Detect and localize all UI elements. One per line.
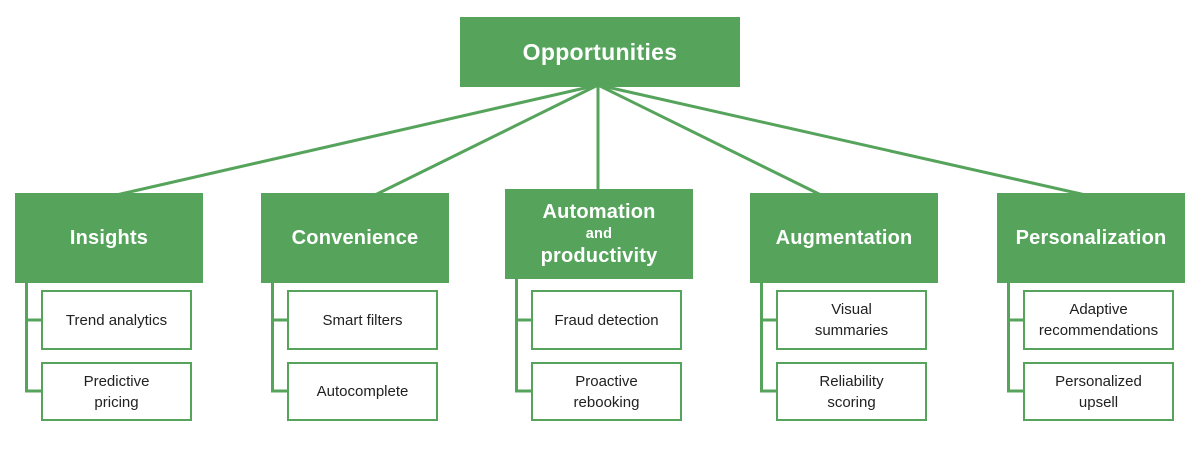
child-label: Autocomplete — [316, 383, 409, 400]
category-label: Automation — [542, 200, 656, 223]
child-node-adaptive-recommendations: Adaptive recommendations — [1023, 290, 1174, 350]
child-node-reliability-scoring: Reliability scoring — [776, 362, 927, 421]
connector-children-augmentation — [760, 280, 778, 393]
connector-root-augmentation — [597, 83, 824, 198]
child-label: upsell — [1078, 393, 1119, 411]
child-label: Smart filters — [322, 311, 403, 329]
child-node-predictive-pricing: Predictive pricing — [41, 362, 192, 421]
child-node-trend-analytics: Trend analytics — [41, 290, 192, 350]
child-label: summaries — [814, 322, 889, 339]
child-node-visual-summaries: Visual summaries — [776, 290, 927, 350]
connector-root-insights — [111, 83, 599, 198]
child-label: recommendations — [1038, 322, 1159, 339]
category-node-convenience: Convenience — [261, 193, 449, 283]
connector-root-convenience — [372, 83, 599, 198]
child-label: Proactive — [575, 372, 638, 390]
category-node-augmentation: Augmentation — [750, 193, 938, 283]
child-label: scoring — [827, 393, 876, 411]
category-label: Augmentation — [775, 226, 913, 249]
child-node-smart-filters: Smart filters — [287, 290, 438, 350]
child-label: Adaptive — [1069, 301, 1128, 318]
child-label: Predictive — [83, 372, 150, 390]
category-label: Personalization — [1015, 226, 1167, 249]
connector-children-insights — [25, 280, 43, 393]
child-label: Fraud detection — [554, 311, 659, 329]
child-node-fraud-detection: Fraud detection — [531, 290, 682, 350]
child-node-personalized-upsell: Personalized upsell — [1023, 362, 1174, 421]
category-label: and — [585, 225, 613, 242]
category-label: Convenience — [291, 226, 419, 249]
category-label: Insights — [69, 226, 149, 249]
child-label: rebooking — [573, 393, 640, 411]
category-node-insights: Insights — [15, 193, 203, 283]
connector-children-convenience — [271, 280, 289, 393]
connector-children-automation — [515, 277, 533, 393]
child-label: pricing — [94, 393, 139, 411]
connector-children-personalization — [1007, 280, 1025, 393]
category-label: productivity — [540, 244, 658, 267]
child-node-proactive-rebooking: Proactive rebooking — [531, 362, 682, 421]
child-label: Visual — [831, 301, 872, 318]
connector-root-personalization — [597, 83, 1091, 198]
node-opportunities-label: Opportunities — [522, 38, 678, 65]
child-label: Trend analytics — [65, 311, 168, 329]
child-label: Personalized — [1055, 372, 1142, 390]
category-node-automation-and-productivity: Automation and productivity — [505, 189, 693, 279]
category-node-personalization: Personalization — [997, 193, 1185, 283]
child-node-autocomplete: Autocomplete — [287, 362, 438, 421]
child-label: Reliability — [819, 372, 884, 390]
node-opportunities: Opportunities — [460, 17, 740, 87]
